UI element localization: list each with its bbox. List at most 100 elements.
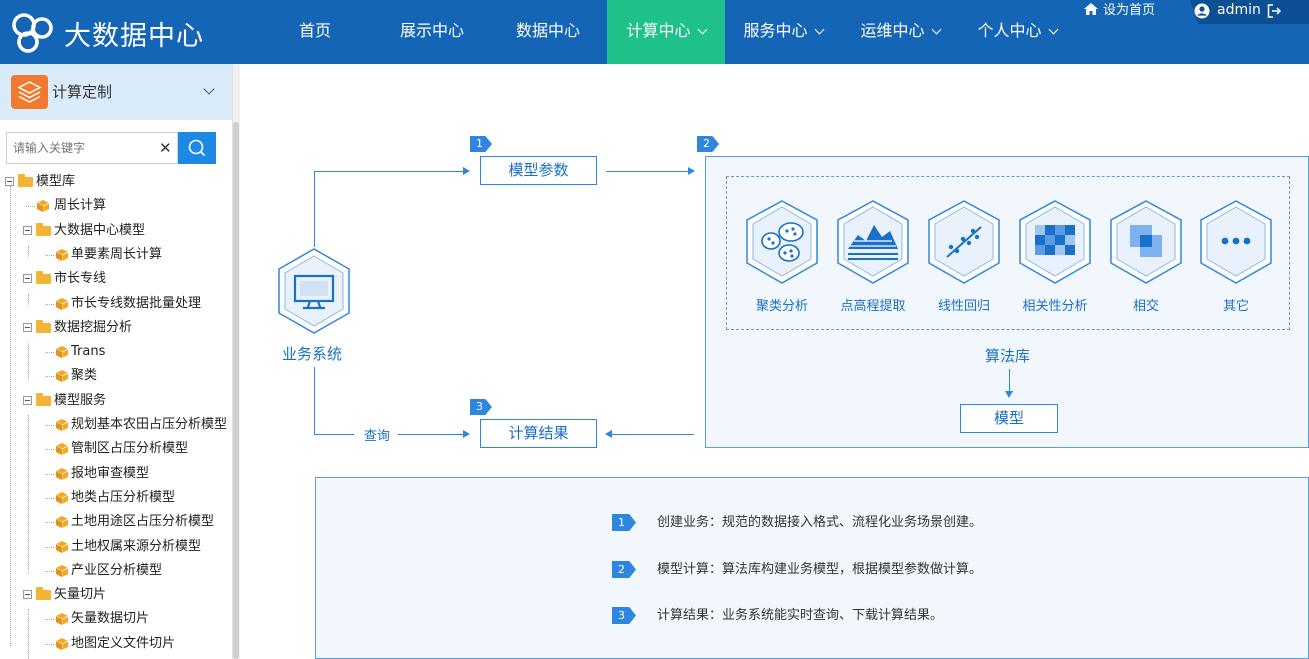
collapse-toggle-icon[interactable] (23, 226, 32, 235)
notes-panel (315, 477, 1309, 659)
note-text: 模型计算：算法库构建业务模型，根据模型参数做计算。 (657, 562, 983, 577)
algorithm-label: 相关性分析 (1022, 299, 1088, 314)
flow-line (314, 171, 315, 247)
flow-line (398, 434, 464, 435)
nav-service-center-label: 服务中心 (743, 21, 808, 40)
query-label: 查询 (364, 429, 391, 444)
nav-display-center[interactable]: 展示中心 (384, 0, 480, 64)
chevron-down-icon (1048, 24, 1058, 35)
nav-display-center-label: 展示中心 (399, 21, 464, 40)
tree-item-label: 聚类 (71, 368, 98, 383)
nav-data-center[interactable]: 数据中心 (500, 0, 596, 64)
layers-icon (11, 75, 48, 109)
flow-line (314, 434, 354, 435)
tree-item-label: 土地权属来源分析模型 (71, 539, 202, 554)
model-cube-icon (55, 515, 69, 529)
module-label: 计算定制 (52, 83, 113, 101)
tree-guide (10, 186, 11, 646)
flow-line (314, 367, 315, 434)
monitor-icon (278, 248, 350, 334)
flow-line (606, 171, 689, 172)
tree-item-label: 周长计算 (54, 198, 107, 213)
tree-guide (45, 547, 54, 548)
tree-leaf[interactable]: 规划基本农田占压分析模型 (0, 415, 232, 435)
tree-leaf[interactable]: 周长计算 (0, 196, 232, 216)
model-cube-icon (55, 467, 69, 481)
algorithm-label: 点高程提取 (840, 299, 906, 314)
tree-item-label: 矢量切片 (54, 587, 107, 602)
arrow-right-icon (463, 430, 470, 438)
tree-guide (28, 415, 29, 573)
tree-leaf[interactable]: 地图定义文件切片 (0, 634, 232, 654)
nav-compute-center[interactable]: 计算中心 (607, 0, 725, 64)
nav-service-center[interactable]: 服务中心 (728, 0, 838, 64)
step-1-tag: 1 (470, 136, 492, 152)
tree-guide (45, 571, 54, 572)
flow-line (314, 171, 464, 172)
tree-folder[interactable]: 矢量切片 (0, 585, 232, 605)
tree-leaf[interactable]: 矢量数据切片 (0, 609, 232, 629)
tree-folder[interactable]: 模型服务 (0, 391, 232, 411)
tree-leaf[interactable]: 产业区分析模型 (0, 561, 232, 581)
tree-item-label: 大数据中心模型 (54, 223, 146, 238)
clear-icon[interactable]: ✕ (159, 139, 172, 157)
logout-icon[interactable] (1267, 4, 1282, 18)
tree-leaf[interactable]: 单要素周长计算 (0, 245, 232, 265)
folder-open-icon (18, 174, 33, 187)
search-button[interactable] (178, 132, 216, 164)
tree-item-label: 管制区占压分析模型 (71, 441, 189, 456)
collapse-toggle-icon[interactable] (23, 396, 32, 405)
tree-guide (28, 342, 29, 379)
tree-folder[interactable]: 数据挖掘分析 (0, 318, 232, 338)
tree-item-label: 矢量数据切片 (71, 611, 150, 626)
user-icon (1194, 3, 1210, 19)
folder-open-icon (36, 320, 51, 333)
nav-ops-center[interactable]: 运维中心 (845, 0, 955, 64)
search-input[interactable] (7, 133, 157, 163)
more-icon (1200, 200, 1272, 284)
note-number: 2 (612, 561, 636, 578)
collapse-toggle-icon[interactable] (5, 177, 14, 186)
search-icon (188, 139, 206, 157)
tree-folder[interactable]: 模型库 (0, 172, 232, 192)
model-params-box[interactable]: 模型参数 (480, 156, 597, 185)
tree-guide (28, 609, 29, 659)
tree-leaf[interactable]: 地类占压分析模型 (0, 488, 232, 508)
nav-compute-center-label: 计算中心 (626, 21, 691, 40)
nav-home[interactable]: 首页 (272, 0, 358, 64)
tree-leaf[interactable]: 聚类 (0, 366, 232, 386)
tree-item-label: 数据挖掘分析 (54, 320, 133, 335)
set-home-label: 设为首页 (1103, 3, 1156, 18)
tree-folder[interactable]: 大数据中心模型 (0, 221, 232, 241)
username[interactable]: admin (1217, 2, 1261, 18)
model-cube-icon (36, 199, 50, 213)
model-box[interactable]: 模型 (960, 404, 1058, 433)
tree-leaf[interactable]: 报地审查模型 (0, 464, 232, 484)
tree-guide (45, 474, 54, 475)
tree-folder[interactable]: 市长专线 (0, 269, 232, 289)
compute-result-box[interactable]: 计算结果 (480, 419, 597, 448)
tree-leaf[interactable]: 市长专线数据批量处理 (0, 294, 232, 314)
collapse-toggle-icon[interactable] (23, 274, 32, 283)
tree-item-label: 产业区分析模型 (71, 563, 163, 578)
tree-leaf[interactable]: 土地权属来源分析模型 (0, 537, 232, 557)
tree-leaf[interactable]: 土地用途区占压分析模型 (0, 512, 232, 532)
model-cube-icon (55, 345, 69, 359)
model-cube-icon (55, 248, 69, 262)
model-cube-icon (55, 297, 69, 311)
arrow-down-icon (1005, 391, 1013, 398)
collapse-toggle-icon[interactable] (23, 323, 32, 332)
module-selector[interactable]: 计算定制 (0, 64, 232, 120)
nav-personal-center[interactable]: 个人中心 (962, 0, 1072, 64)
tree-leaf[interactable]: Trans (0, 342, 232, 362)
collapse-toggle-icon[interactable] (23, 590, 32, 599)
sidebar-scroll-thumb[interactable] (233, 122, 239, 659)
tree-item-label: 规划基本农田占压分析模型 (71, 417, 228, 432)
intersect-icon (1110, 200, 1182, 284)
tree-leaf[interactable]: 管制区占压分析模型 (0, 439, 232, 459)
note-number: 1 (612, 514, 636, 531)
tree-guide (45, 522, 54, 523)
tree-guide (45, 255, 54, 256)
set-home-link[interactable]: 设为首页 (1083, 2, 1155, 20)
tree-item-label: 报地审查模型 (71, 466, 150, 481)
